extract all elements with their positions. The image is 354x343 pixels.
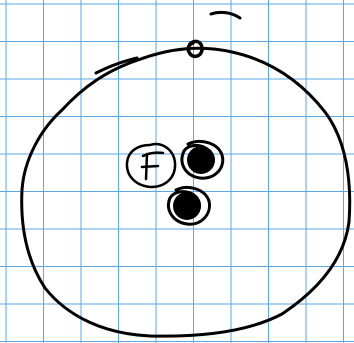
inner-electron-dot-1 <box>182 141 223 178</box>
inner-electron-dot-2 <box>169 187 210 224</box>
shell-overdraw-stroke <box>96 58 137 73</box>
negative-charge-mark <box>211 12 240 18</box>
nucleus-letter-f <box>142 153 163 179</box>
